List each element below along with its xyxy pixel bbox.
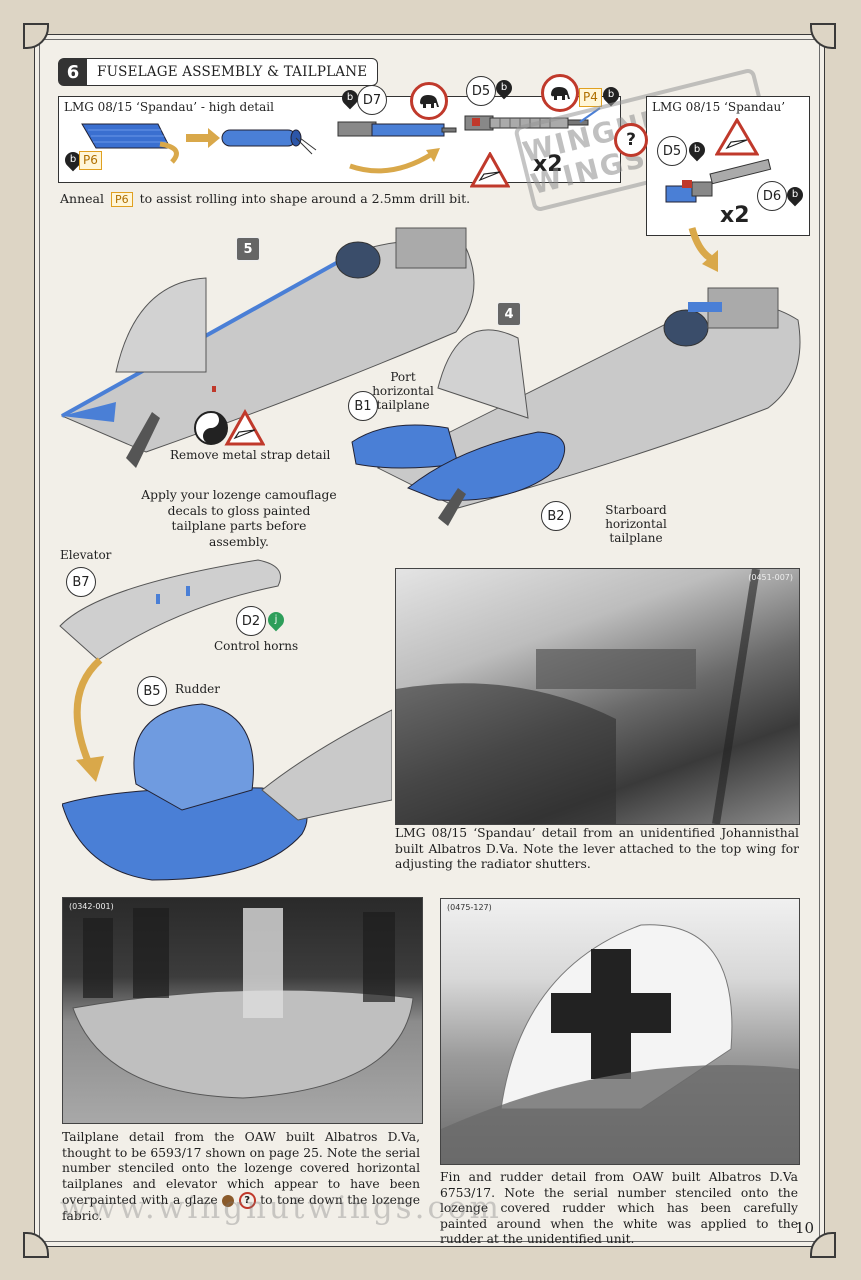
part-d5-callout: D5: [657, 136, 687, 166]
simple-gun-art: [665, 158, 772, 203]
down-arrow: [688, 227, 718, 272]
photo-id: (0451-007): [748, 573, 793, 582]
port-tailplane-label: Port horizontal tailplane: [372, 370, 434, 412]
photo-spandau-art: [396, 569, 760, 824]
p6-etched-part: [81, 123, 171, 149]
photo-spandau: (0451-007): [395, 568, 800, 825]
curl-arrow: [159, 141, 179, 164]
part-b1-callout: B1: [348, 391, 378, 421]
question-icon: ?: [238, 1192, 256, 1209]
elevator-label: Elevator: [60, 548, 112, 562]
starboard-tailplane-label: Starboard horizontal tailplane: [605, 503, 667, 545]
sub-step-5-badge: 5: [236, 237, 260, 261]
website-watermark: www.wingnutwings.com: [60, 1190, 502, 1226]
photo-spandau-caption: LMG 08/15 ‘Spandau’ detail from an unide…: [395, 826, 799, 871]
insert-arrow-head: [426, 148, 440, 162]
step-number: 6: [59, 59, 87, 85]
warning-cut-icon: [715, 118, 759, 156]
photo-id: (0342-001): [69, 902, 114, 911]
control-horns-label: Control horns: [214, 639, 299, 653]
part-d6-callout: D6: [757, 181, 787, 211]
gun-simple-box: [646, 96, 810, 236]
photo-tailplane-caption: Tailplane detail from the OAW built Alba…: [62, 1130, 421, 1223]
photo-id: (0475-127): [447, 903, 492, 912]
step-arrow: [186, 128, 220, 148]
metal-strap-icon: [194, 408, 265, 446]
part-b5-callout: B5: [137, 676, 167, 706]
elephant-icon: [410, 82, 448, 120]
multiplier-x2: x2: [720, 203, 750, 228]
d5-gun-assembly: [464, 107, 601, 131]
photo-rudder-caption: Fin and rudder detail from OAW built Alb…: [440, 1170, 798, 1246]
photo-tailplane-art: [72, 908, 414, 1099]
part-p4-badge: P4: [579, 88, 602, 107]
step-title: FUSELAGE ASSEMBLY & TAILPLANE: [97, 64, 368, 80]
page-number: 10: [795, 1219, 815, 1237]
drop-j-icon: j: [264, 608, 288, 632]
part-d5-callout: D5: [466, 76, 496, 106]
gun-simple-title: LMG 08/15 ‘Spandau’: [652, 100, 786, 114]
photo-tailplane: (0342-001): [62, 897, 423, 1124]
gun-high-detail-art: [81, 107, 601, 174]
fuselage-right-art: [351, 287, 801, 526]
part-b7-callout: B7: [66, 567, 96, 597]
photo-rudder-art: [441, 924, 799, 1164]
drop-b-icon: b: [783, 183, 807, 207]
question-icon: ?: [614, 123, 648, 157]
rudder-arrow: [73, 657, 104, 782]
glaze-drop-icon: [222, 1194, 235, 1207]
drop-b-icon: b: [492, 76, 516, 100]
gun-high-detail-title: LMG 08/15 ‘Spandau’ - high detail: [64, 100, 274, 114]
elevator-art: [59, 559, 281, 661]
elephant-icon: [541, 74, 579, 112]
part-p6-badge-inline: P6: [110, 192, 133, 207]
rudder-assembly-art: [62, 703, 392, 881]
insert-arrow: [349, 151, 434, 174]
d7-gun-assembly: [337, 121, 457, 137]
step-header: 6 FUSELAGE ASSEMBLY & TAILPLANE: [58, 58, 379, 86]
page-frame-inner: [39, 39, 820, 1242]
rolled-jacket: [221, 129, 317, 155]
warning-cut-icon: [470, 152, 510, 188]
sub-step-4-badge: 4: [497, 302, 521, 326]
fuselage-left-art: [60, 227, 475, 468]
part-p6-badge: P6: [79, 151, 102, 170]
anneal-note: Anneal P6 to assist rolling into shape a…: [60, 191, 471, 207]
part-b2-callout: B2: [541, 501, 571, 531]
remove-strap-label: Remove metal strap detail: [170, 448, 331, 462]
part-d2-callout: D2: [236, 606, 266, 636]
photo-rudder: (0475-127): [440, 898, 800, 1165]
rudder-label: Rudder: [175, 682, 220, 696]
decal-note: Apply your lozenge camouflage decals to …: [141, 488, 337, 549]
part-d7-callout: D7: [357, 85, 387, 115]
multiplier-x2: x2: [533, 152, 563, 177]
